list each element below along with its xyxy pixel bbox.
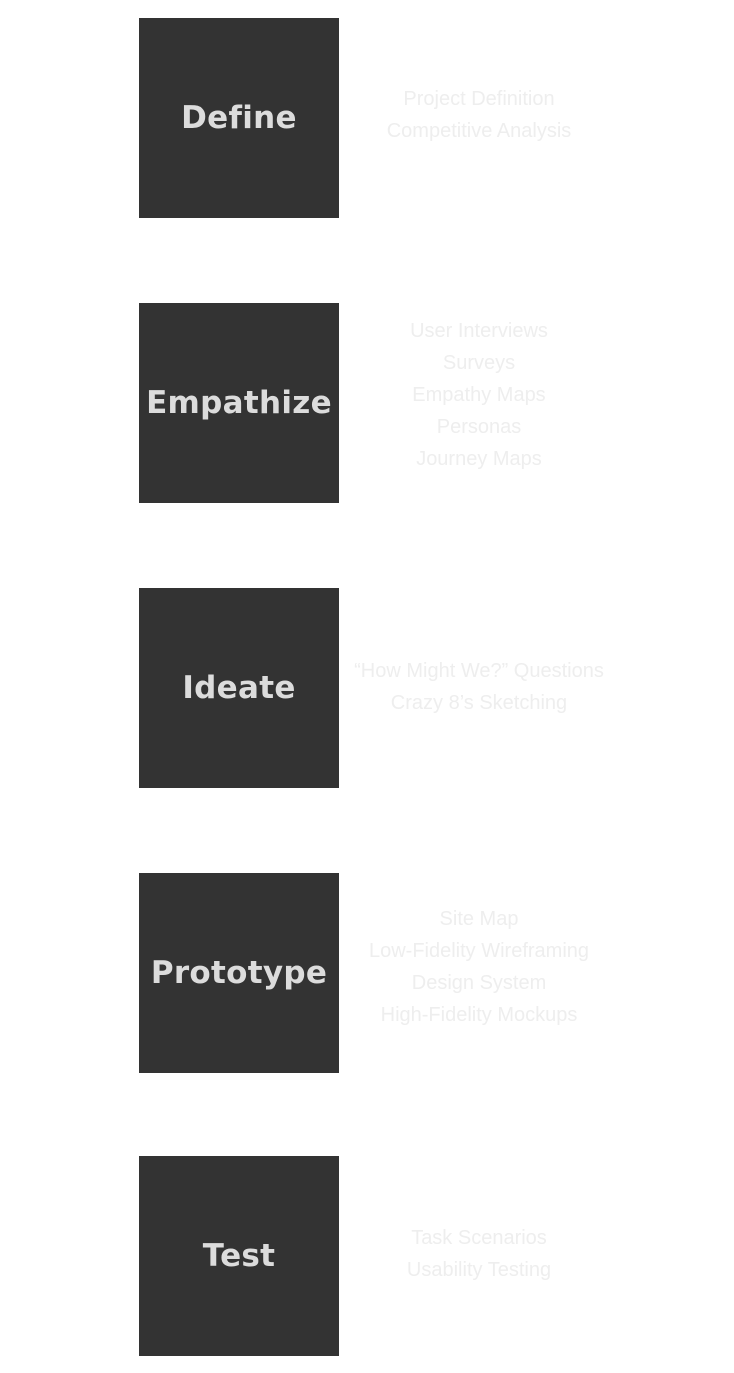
- stage-title: Test: [202, 1238, 276, 1274]
- method-item: Surveys: [442, 352, 516, 374]
- method-item: Crazy 8’s Sketching: [390, 692, 568, 714]
- stage-box-test: Test: [139, 1156, 339, 1356]
- method-item: Competitive Analysis: [386, 120, 572, 142]
- method-item: Task Scenarios: [411, 1227, 547, 1249]
- method-item: Design System: [411, 972, 547, 994]
- method-item: Personas: [436, 416, 522, 438]
- method-list-test: Task Scenarios Usability Testing: [339, 1222, 619, 1286]
- method-item: Empathy Maps: [412, 384, 546, 406]
- stage-box-ideate: Ideate: [139, 588, 339, 788]
- method-item: “How Might We?” Questions: [354, 660, 604, 682]
- method-item: Low-Fidelity Wireframing: [368, 940, 590, 962]
- method-item: High-Fidelity Mockups: [380, 1004, 578, 1026]
- method-list-empathize: User Interviews Surveys Empathy Maps Per…: [339, 315, 619, 475]
- method-item: Project Definition: [403, 88, 555, 110]
- stage-title: Empathize: [146, 385, 332, 421]
- method-list-prototype: Site Map Low-Fidelity Wireframing Design…: [339, 903, 619, 1031]
- stage-box-define: Define: [139, 18, 339, 218]
- stage-title: Ideate: [182, 670, 296, 706]
- method-item: Site Map: [439, 908, 519, 930]
- method-item: User Interviews: [410, 320, 548, 342]
- stage-title: Prototype: [150, 955, 328, 991]
- method-list-ideate: “How Might We?” Questions Crazy 8’s Sket…: [339, 655, 619, 719]
- stage-box-prototype: Prototype: [139, 873, 339, 1073]
- method-item: Usability Testing: [406, 1259, 552, 1281]
- stage-box-empathize: Empathize: [139, 303, 339, 503]
- method-list-define: Project Definition Competitive Analysis: [339, 83, 619, 147]
- stage-title: Define: [181, 100, 297, 136]
- method-item: Journey Maps: [416, 448, 542, 470]
